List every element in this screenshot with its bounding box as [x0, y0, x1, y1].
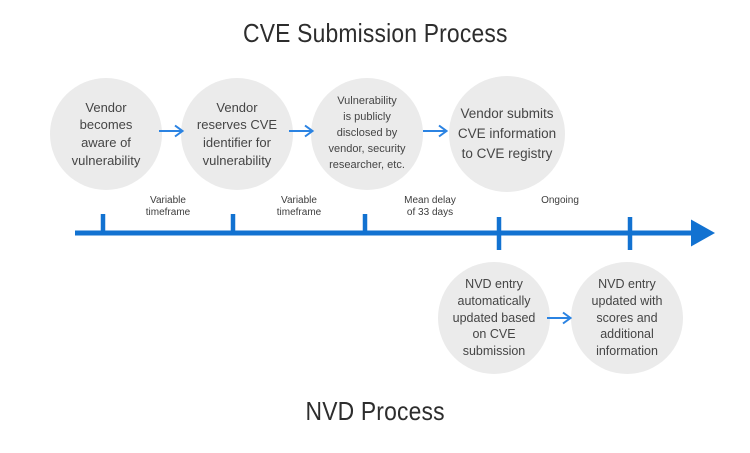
- timeline-segment-label: Variable timeframe: [145, 195, 191, 218]
- step-nvd-auto-update: NVD entry automatically updated based on…: [438, 262, 550, 374]
- nvd-process-title: NVD Process: [0, 396, 750, 427]
- step-reserve-cve: Vendor reserves CVE identifier for vulne…: [181, 78, 293, 190]
- nvd-process-title-text: NVD Process: [305, 396, 445, 426]
- step-label: Vulnerability is publicly disclosed by v…: [328, 95, 406, 171]
- step-label: NVD entry automatically updated based on…: [452, 276, 536, 359]
- step-submit-cve: Vendor submits CVE information to CVE re…: [449, 76, 565, 192]
- timeline-segment-label: Mean delay of 33 days: [404, 195, 456, 218]
- timeline-segment-label: Ongoing: [541, 195, 579, 206]
- step-label: Vendor submits CVE information to CVE re…: [457, 105, 557, 162]
- step-label: NVD entry updated with scores and additi…: [591, 276, 663, 359]
- flow-arrow-icon: [423, 124, 449, 138]
- cve-process-title-text: CVE Submission Process: [242, 18, 508, 48]
- step-nvd-scores-update: NVD entry updated with scores and additi…: [571, 262, 683, 374]
- cve-process-title: CVE Submission Process: [0, 18, 750, 49]
- flow-arrow-icon: [547, 311, 573, 325]
- step-label: Vendor becomes aware of vulnerability: [71, 99, 141, 168]
- flow-arrow-icon: [159, 124, 185, 138]
- timeline-arrowhead-icon: [691, 219, 715, 247]
- step-vendor-aware: Vendor becomes aware of vulnerability: [50, 78, 162, 190]
- timeline-segment-label: Variable timeframe: [276, 195, 322, 218]
- step-label: Vendor reserves CVE identifier for vulne…: [196, 99, 278, 168]
- flow-arrow-icon: [289, 124, 315, 138]
- step-public-disclosure: Vulnerability is publicly disclosed by v…: [311, 78, 423, 190]
